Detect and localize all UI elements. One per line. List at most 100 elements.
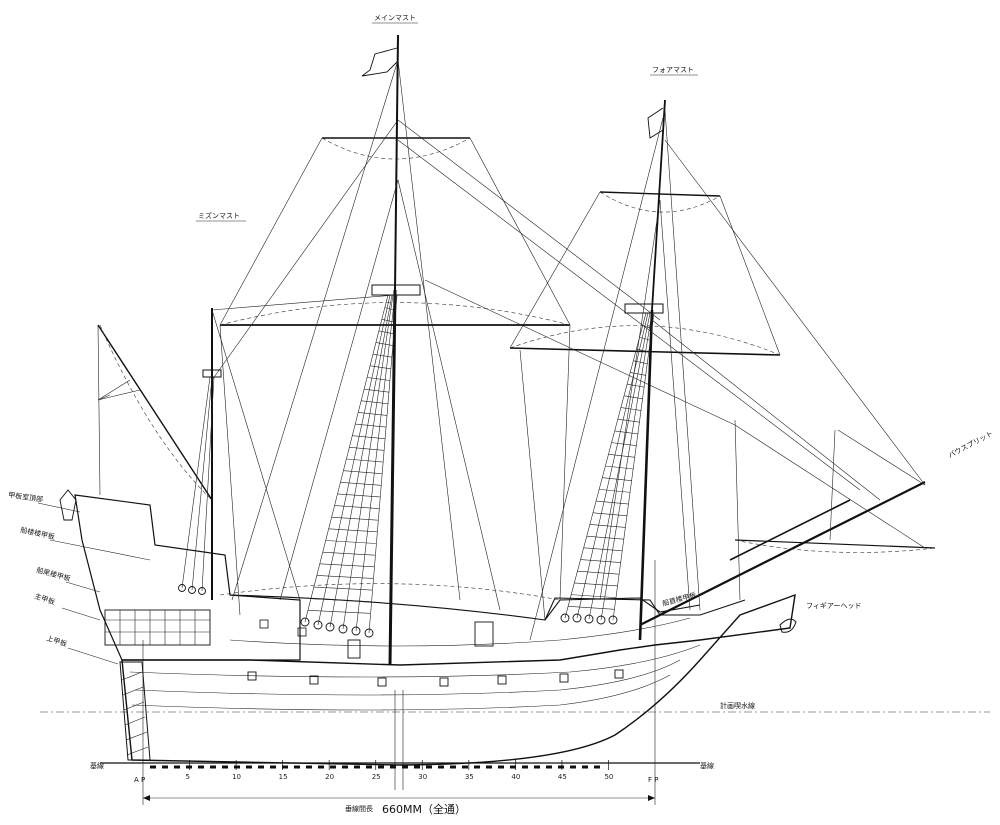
fore-mast-lower bbox=[638, 309, 654, 641]
stern-lantern bbox=[59, 489, 77, 521]
ratline bbox=[322, 551, 376, 556]
waist-window bbox=[297, 627, 307, 637]
ratline bbox=[337, 493, 381, 498]
waist-door bbox=[347, 639, 361, 659]
label-deck-3: 船尾楼甲板 bbox=[35, 565, 71, 583]
label-deck-1: 甲板室頂部 bbox=[8, 490, 44, 504]
main-mast-top bbox=[394, 34, 399, 291]
ratline bbox=[627, 383, 645, 388]
ratline bbox=[636, 348, 650, 353]
hull-wale-1 bbox=[134, 659, 681, 696]
ratline bbox=[340, 481, 382, 486]
ratline bbox=[621, 407, 642, 411]
ratline bbox=[630, 372, 647, 376]
ratline bbox=[316, 575, 374, 579]
main-ratlines bbox=[307, 307, 397, 614]
dim-arrow-left bbox=[143, 795, 150, 801]
bowsprit-spar bbox=[639, 481, 926, 626]
fore-shrouds bbox=[564, 312, 655, 621]
ratline bbox=[605, 465, 634, 470]
label-mizzenmast: ミズンマスト bbox=[198, 211, 240, 220]
ratline bbox=[596, 500, 629, 505]
figurehead-carving bbox=[779, 618, 797, 633]
station-label: 25 bbox=[372, 773, 381, 781]
ratline bbox=[617, 418, 640, 423]
ratline bbox=[307, 610, 371, 614]
stern-castle-outline bbox=[74, 494, 301, 661]
rigging bbox=[97, 59, 926, 641]
ratline bbox=[577, 570, 620, 575]
fore-mast-top bbox=[651, 99, 666, 311]
hull-outline bbox=[121, 593, 796, 766]
ratline bbox=[583, 547, 623, 552]
stern-castle bbox=[59, 489, 494, 661]
ratline bbox=[319, 563, 375, 568]
fore-topsail-yard bbox=[599, 191, 721, 197]
ratline bbox=[599, 489, 631, 493]
ratline bbox=[624, 395, 644, 400]
main-pennant bbox=[361, 47, 398, 77]
ratline bbox=[580, 559, 621, 563]
rudder-hatch bbox=[121, 671, 149, 756]
label-deck-5: 上甲板 bbox=[45, 633, 68, 648]
ratline bbox=[367, 377, 391, 381]
label-baseline-right: 基線 bbox=[700, 761, 714, 770]
label-dimension-caption: 垂線間長 bbox=[345, 804, 373, 813]
label-deck-2: 船楼楼甲板 bbox=[20, 525, 56, 541]
ratline bbox=[586, 535, 625, 540]
ratline bbox=[373, 353, 393, 358]
stern-gallery bbox=[104, 609, 211, 646]
sail-outlines bbox=[99, 137, 936, 601]
ratline bbox=[358, 412, 388, 416]
ratline bbox=[379, 330, 395, 335]
ratline bbox=[310, 598, 372, 603]
rail-line bbox=[229, 617, 691, 647]
ratline bbox=[364, 388, 390, 393]
label-mainmast: メインマスト bbox=[374, 14, 416, 22]
ratline bbox=[334, 505, 380, 509]
ratline bbox=[349, 447, 385, 451]
label-dimension-value: 660MM（全通） bbox=[382, 802, 466, 816]
ratline bbox=[382, 318, 396, 323]
ratline bbox=[568, 606, 615, 610]
ratline bbox=[370, 365, 392, 370]
ratline bbox=[589, 524, 626, 528]
label-deck-4: 主甲板 bbox=[33, 591, 56, 606]
gun-ports bbox=[247, 669, 624, 687]
station-label: 30 bbox=[418, 773, 427, 781]
mizzen-lateen-yard bbox=[97, 324, 213, 501]
ratline bbox=[571, 594, 617, 598]
main-mast-lower bbox=[388, 289, 397, 666]
station-label: 20 bbox=[325, 773, 334, 781]
mizzen-shrouds bbox=[181, 376, 215, 592]
ratline bbox=[384, 307, 397, 311]
ratline bbox=[376, 342, 394, 346]
hull-wale-3 bbox=[129, 644, 701, 678]
ratline bbox=[313, 586, 373, 591]
hull bbox=[119, 593, 796, 766]
ratline bbox=[602, 477, 632, 481]
forecastle-door bbox=[474, 621, 494, 647]
main-shrouds bbox=[304, 294, 398, 634]
fore-pennant bbox=[647, 107, 664, 139]
station-label: 50 bbox=[604, 773, 613, 781]
ratline bbox=[639, 337, 651, 341]
station-label: 35 bbox=[465, 773, 474, 781]
fore-yard bbox=[509, 347, 781, 356]
castle-window bbox=[259, 619, 269, 629]
ratline bbox=[325, 540, 377, 544]
label-figurehead: フィギアーヘッド bbox=[806, 602, 861, 610]
dim-arrow-right bbox=[648, 795, 655, 801]
ratline bbox=[346, 458, 384, 463]
ratline bbox=[331, 516, 379, 521]
ratline bbox=[328, 528, 378, 533]
ratline bbox=[574, 582, 618, 587]
stern-gallery-rails bbox=[105, 610, 210, 645]
fore-top bbox=[624, 303, 664, 314]
main-top bbox=[371, 284, 421, 296]
station-label: 15 bbox=[279, 773, 288, 781]
label-baseline-left: 基線 bbox=[90, 761, 104, 770]
forecastle-outline bbox=[544, 597, 746, 621]
